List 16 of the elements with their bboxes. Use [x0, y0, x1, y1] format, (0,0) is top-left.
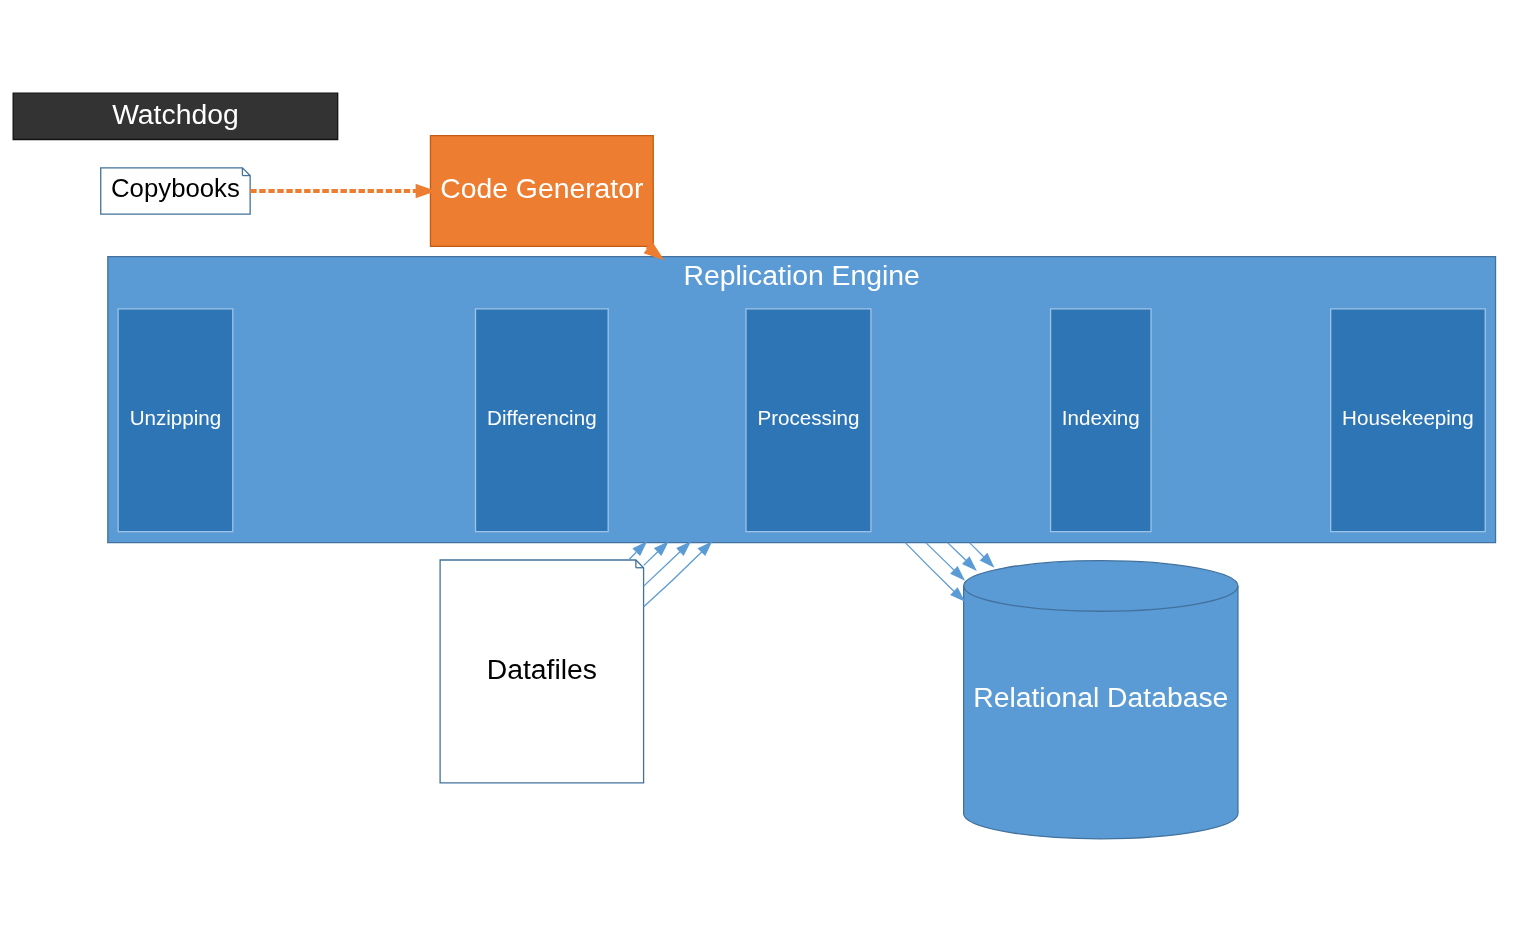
arrow: [968, 541, 995, 568]
arrow: [643, 540, 713, 607]
arrow: [643, 540, 669, 566]
node-box: Unzipping: [117, 307, 234, 532]
node-box: Housekeeping: [1330, 307, 1486, 532]
node-box: Processing: [745, 307, 872, 532]
arrow: [946, 541, 977, 571]
arrow: [628, 540, 648, 560]
node-box: Differencing: [474, 307, 609, 532]
arrow: [904, 541, 966, 602]
node-box: Code Generator: [429, 134, 654, 247]
arrow: [643, 540, 692, 587]
node-box: Indexing: [1049, 307, 1152, 532]
node-box: Watchdog: [12, 92, 339, 140]
arrow: [643, 241, 665, 260]
arrow: [925, 541, 966, 581]
